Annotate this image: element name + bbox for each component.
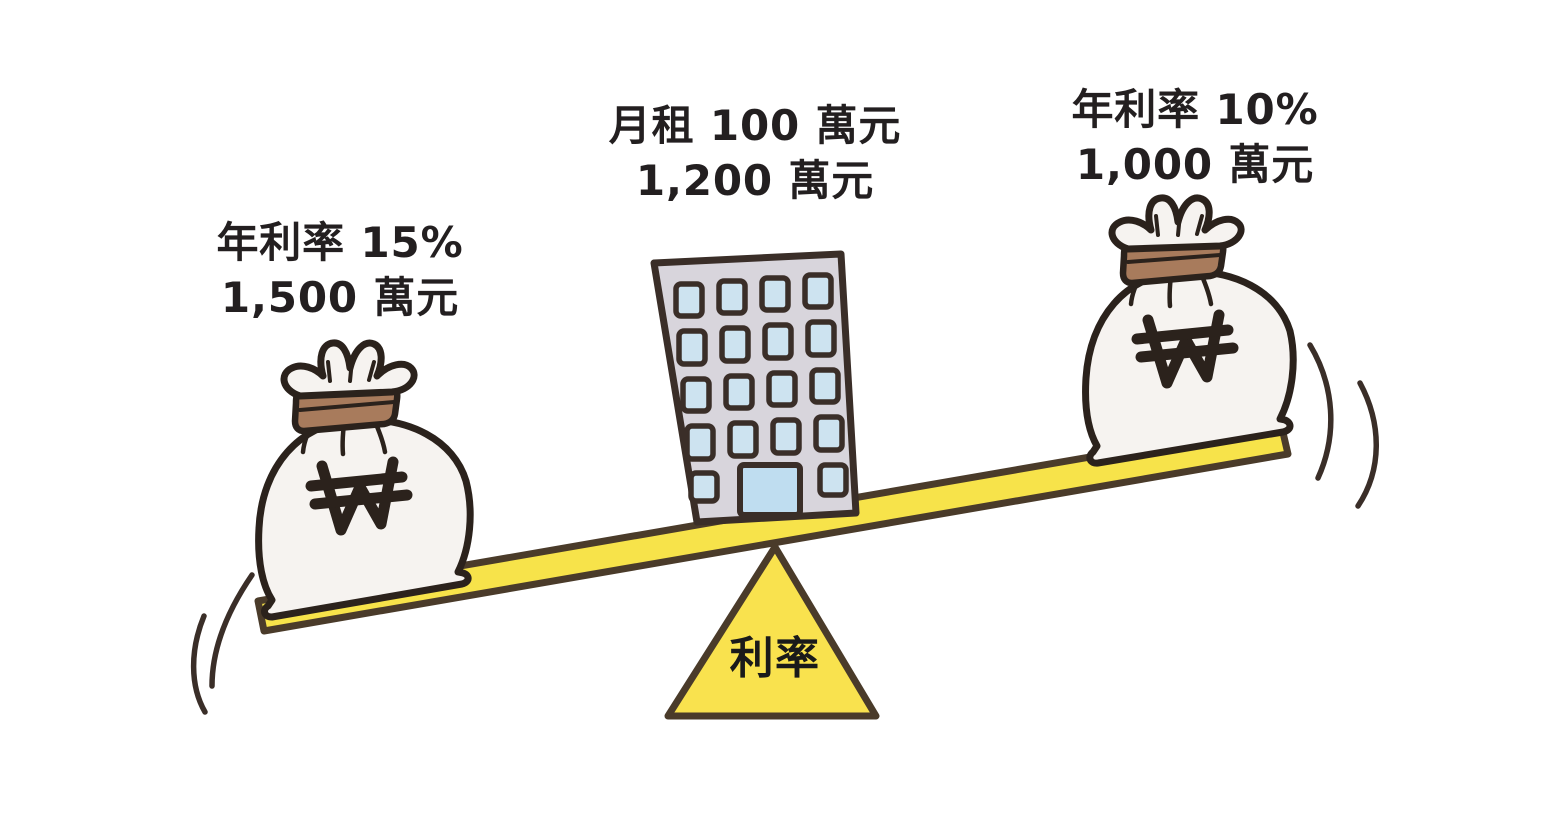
seesaw-plank <box>254 420 1292 635</box>
money-bag-left-won-symbol <box>305 456 413 536</box>
building-window-row-4 <box>684 414 845 462</box>
building-window-row-1 <box>673 272 834 319</box>
building-window <box>805 319 837 358</box>
building-window-row-5 <box>688 462 849 504</box>
motion-lines-right <box>1307 342 1379 509</box>
building <box>650 250 860 526</box>
label-left-bag: 年利率 15% 1,500 萬元 <box>175 215 505 326</box>
money-bag-right-crown <box>1108 194 1245 253</box>
money-bag-left <box>255 339 474 621</box>
label-left-line2: 1,500 萬元 <box>220 273 460 323</box>
building-window <box>680 376 712 414</box>
building-window <box>676 328 708 367</box>
money-bag-right-crown-creases <box>1154 212 1204 237</box>
building-door <box>737 462 803 518</box>
money-bag-right <box>1082 194 1297 467</box>
building-window <box>673 281 705 319</box>
label-center-building: 月租 100 萬元 1,200 萬元 <box>575 98 935 209</box>
fulcrum-body <box>664 543 880 720</box>
label-center-line1: 月租 100 萬元 <box>608 101 902 150</box>
building-window-row-2 <box>676 319 837 367</box>
money-bag-left-body <box>255 416 474 621</box>
building-window <box>723 373 755 411</box>
building-window <box>684 423 716 462</box>
fulcrum-triangle <box>664 543 880 720</box>
building-window <box>688 470 720 504</box>
building-window <box>766 370 798 408</box>
building-window <box>719 325 751 364</box>
money-bag-right-won-symbol <box>1131 309 1239 389</box>
money-bag-left-crown-creases <box>326 358 376 383</box>
label-left-line1: 年利率 15% <box>216 218 464 267</box>
money-bag-left-tie-line <box>298 400 396 412</box>
motion-arc-left-outer <box>190 613 208 715</box>
label-right-line1: 年利率 10% <box>1071 85 1319 134</box>
motion-arc-right-outer <box>1355 380 1379 509</box>
building-window <box>813 414 845 453</box>
label-center-line2: 1,200 萬元 <box>635 156 875 206</box>
building-window <box>809 367 841 405</box>
money-bag-right-tie-line <box>1126 253 1222 264</box>
motion-arc-left-inner <box>209 572 255 689</box>
label-right-bag: 年利率 10% 1,000 萬元 <box>1025 82 1365 193</box>
building-window <box>727 420 759 459</box>
building-window <box>802 272 834 310</box>
label-right-line2: 1,000 萬元 <box>1075 140 1315 190</box>
building-window <box>770 417 802 456</box>
building-window <box>817 462 849 498</box>
plank-body <box>254 420 1292 635</box>
building-window <box>716 278 748 316</box>
money-bag-right-body <box>1082 268 1297 467</box>
motion-lines-left <box>190 572 255 715</box>
building-window <box>762 322 794 361</box>
motion-arc-right-inner <box>1307 342 1334 481</box>
building-window-row-3 <box>680 367 841 414</box>
money-bag-left-crown <box>280 339 418 400</box>
building-window <box>759 275 791 313</box>
fulcrum-label: 利率 <box>729 633 821 684</box>
